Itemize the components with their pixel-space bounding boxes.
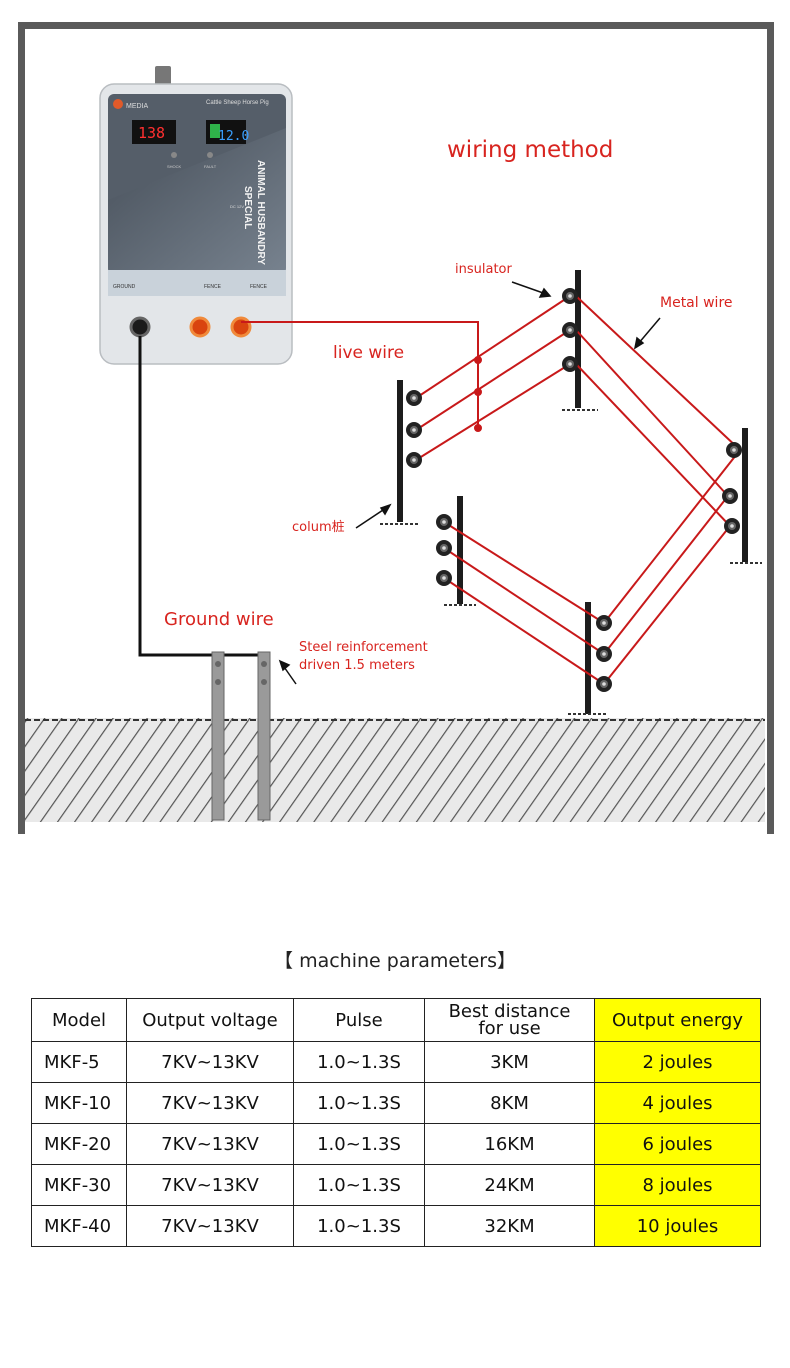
- header-pulse: Pulse: [293, 998, 425, 1042]
- vertical-text-1: ANIMAL HUSBANDRY: [255, 160, 266, 265]
- params-table: Model Output voltage Pulse Best distance…: [31, 998, 761, 1247]
- cell-output-energy: 8 joules: [594, 1164, 761, 1206]
- pointer-arrows: [278, 281, 661, 685]
- cell-output-energy: 2 joules: [594, 1041, 761, 1083]
- cell-output-voltage: 7KV~13KV: [126, 1205, 294, 1247]
- live-wire-label: live wire: [333, 343, 405, 363]
- terminal-fence-1-label: FENCE: [204, 284, 222, 290]
- header-output-voltage: Output voltage: [126, 998, 294, 1042]
- cell-model: MKF-10: [31, 1082, 127, 1124]
- indicator-shock: SHOCK: [167, 164, 182, 169]
- insulators: [406, 288, 742, 692]
- ground-wire-label: Ground wire: [164, 609, 274, 630]
- cell-output-voltage: 7KV~13KV: [126, 1041, 294, 1083]
- cell-pulse: 1.0~1.3S: [293, 1123, 425, 1165]
- indicator-fault: FAULT: [204, 164, 217, 169]
- fence-posts: [380, 270, 762, 715]
- live-wires: [241, 295, 741, 685]
- insulator-label: insulator: [455, 262, 512, 277]
- cell-model: MKF-5: [31, 1041, 127, 1083]
- cell-model: MKF-20: [31, 1123, 127, 1165]
- cell-pulse: 1.0~1.3S: [293, 1041, 425, 1083]
- cell-model: MKF-30: [31, 1164, 127, 1206]
- display-right: 12.0: [218, 129, 249, 144]
- header-best-distance: Best distance for use: [424, 998, 595, 1042]
- display-left: 138: [138, 124, 165, 142]
- vertical-text-2: SPECIAL: [242, 186, 253, 229]
- ground-wire: [138, 336, 262, 657]
- fence-energizer-device: MEDIA Cattle Sheep Horse Pig 138 12.0 SH…: [99, 66, 293, 365]
- cell-output-voltage: 7KV~13KV: [126, 1082, 294, 1124]
- cell-best-distance: 24KM: [424, 1164, 595, 1206]
- device-brand: MEDIA: [126, 103, 149, 110]
- header-model: Model: [31, 998, 127, 1042]
- steel-rods: [211, 651, 271, 821]
- wiring-diagram: MEDIA Cattle Sheep Horse Pig 138 12.0 SH…: [25, 66, 765, 822]
- params-title: 【 machine parameters】: [274, 950, 516, 972]
- column-label: colum桩: [292, 520, 345, 535]
- params-header-row: Model Output voltage Pulse Best distance…: [31, 998, 761, 1042]
- cell-pulse: 1.0~1.3S: [293, 1164, 425, 1206]
- cell-output-energy: 4 joules: [594, 1082, 761, 1124]
- header-output-energy: Output energy: [594, 998, 761, 1042]
- device-type-text: Cattle Sheep Horse Pig: [206, 100, 269, 106]
- cell-output-energy: 6 joules: [594, 1123, 761, 1165]
- cell-output-voltage: 7KV~13KV: [126, 1164, 294, 1206]
- cell-model: MKF-40: [31, 1205, 127, 1247]
- ground-surface: [25, 718, 765, 822]
- cell-best-distance: 3KM: [424, 1041, 595, 1083]
- diagram-title: wiring method: [447, 137, 614, 163]
- cell-output-voltage: 7KV~13KV: [126, 1123, 294, 1165]
- steel-reinforcement-label-1: Steel reinforcement: [299, 640, 428, 655]
- metal-wire-label: Metal wire: [660, 295, 733, 311]
- device-small-text: DC 12V: [230, 204, 244, 209]
- cell-best-distance: 32KM: [424, 1205, 595, 1247]
- terminal-fence-2-label: FENCE: [250, 284, 268, 290]
- cell-best-distance: 16KM: [424, 1123, 595, 1165]
- cell-pulse: 1.0~1.3S: [293, 1082, 425, 1124]
- cell-pulse: 1.0~1.3S: [293, 1205, 425, 1247]
- cell-output-energy: 10 joules: [594, 1205, 761, 1247]
- cell-best-distance: 8KM: [424, 1082, 595, 1124]
- terminal-ground-label: GROUND: [113, 284, 136, 290]
- steel-reinforcement-label-2: driven 1.5 meters: [299, 658, 415, 673]
